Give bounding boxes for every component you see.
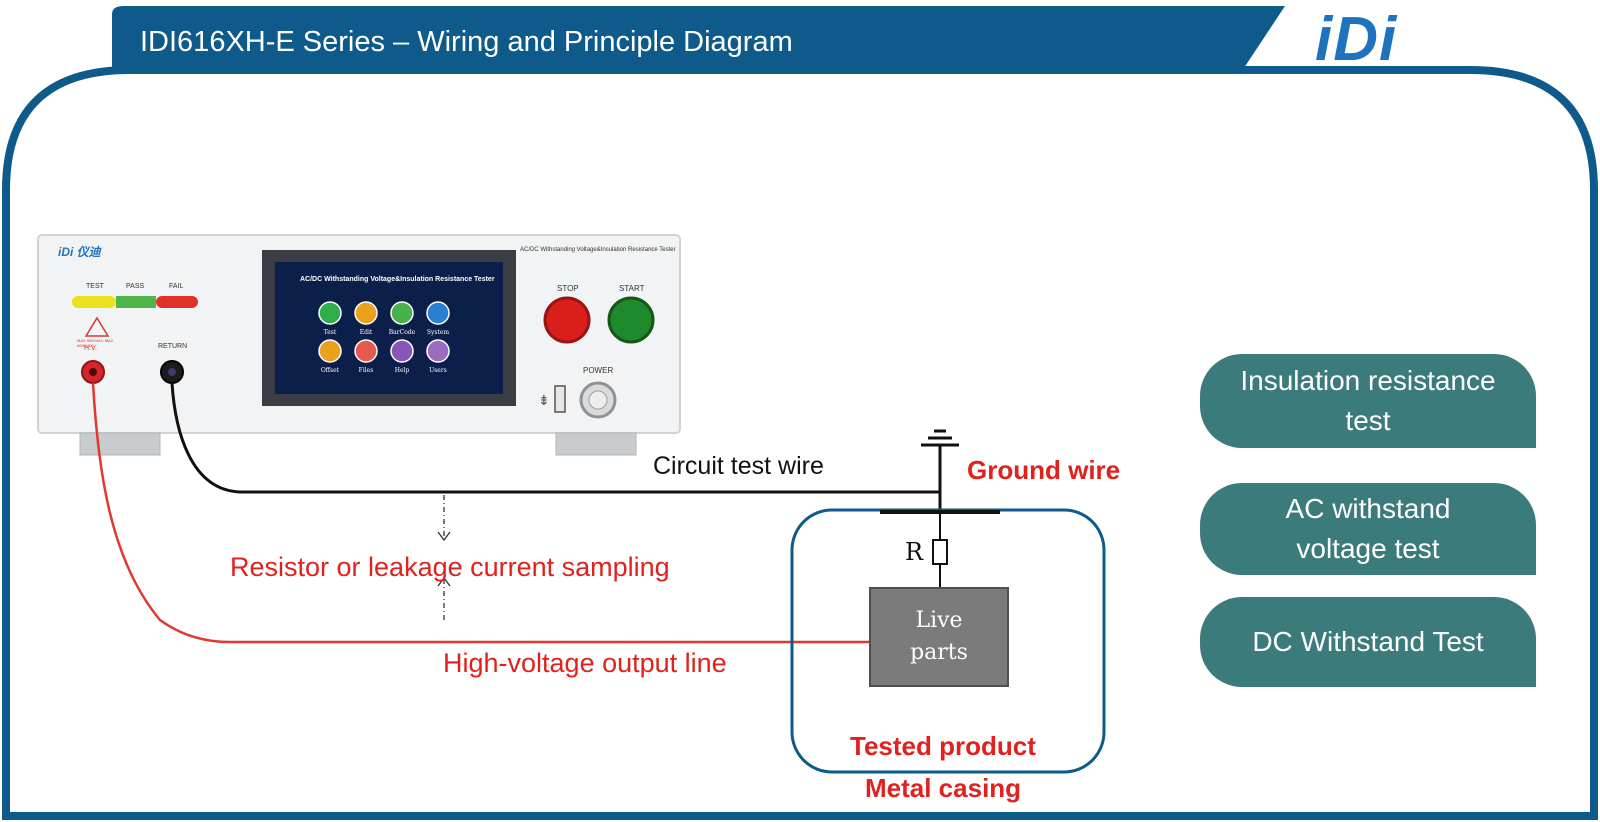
metal-casing-label: Metal casing — [865, 773, 1022, 803]
screen-icon-test-icon — [318, 301, 342, 325]
screen-icon-edit-icon — [354, 301, 378, 325]
screen-icon-help-icon — [390, 339, 414, 363]
return-terminal-label: RETURN — [158, 343, 188, 350]
screen-icon-files-icon — [354, 339, 378, 363]
tab-line1: Insulation resistance — [1240, 365, 1496, 396]
hv-terminal-label: H.V. — [84, 345, 97, 352]
screen-icon-label: Files — [359, 367, 374, 374]
tab-line2: test — [1345, 405, 1391, 436]
fail-indicator — [156, 296, 198, 308]
device-brand: iDi 仪迪 — [58, 245, 101, 259]
live-parts-line1: Live — [915, 608, 963, 633]
hv-wire — [91, 382, 870, 644]
hv-line-label: High-voltage output line — [443, 648, 727, 678]
screen-icon-label: Users — [429, 367, 447, 374]
screen-icon-barcode-icon — [390, 301, 414, 325]
tab-line1: AC withstand — [1285, 493, 1451, 524]
sampling-label: Resistor or leakage current sampling — [230, 552, 670, 582]
page-title: IDI616XH-E Series – Wiring and Principle… — [140, 26, 793, 58]
screen-icon-label: Help — [395, 367, 410, 374]
resistor-label: R — [905, 538, 924, 566]
tab-insulation-resistance-test: Insulation resistance test — [1200, 354, 1536, 448]
idi-logo: iDi — [1315, 5, 1398, 74]
tab-dc-withstand-test: DC Withstand Test — [1200, 597, 1536, 687]
screen-icon-label: Test — [324, 329, 337, 336]
header-band — [112, 6, 1285, 74]
indicator-pass-label: PASS — [126, 283, 145, 290]
warning-icon — [84, 316, 110, 337]
resistor-symbol — [932, 539, 948, 565]
power-label: POWER — [583, 366, 614, 375]
tab-ac-withstand-voltage-test: AC withstand voltage test — [1200, 483, 1536, 575]
device-model-caption: AC/DC Withstanding Voltage&Insulation Re… — [520, 247, 676, 253]
stop-label: STOP — [557, 284, 579, 293]
sampling-arrows — [437, 495, 451, 620]
start-label: START — [619, 284, 645, 293]
screen-icon-system-icon — [426, 301, 450, 325]
usb-port — [554, 385, 566, 413]
test-indicator — [72, 296, 116, 308]
tested-product-label: Tested product — [850, 731, 1036, 761]
screen-icon-label: System — [427, 329, 450, 336]
ground-wire-label: Ground wire — [967, 455, 1121, 485]
screen-icon-label: Offset — [321, 367, 340, 374]
live-parts-box — [869, 587, 1009, 687]
screen-title: AC/DC Withstanding Voltage&Insulation Re… — [300, 276, 495, 283]
screen-icon-label: Edit — [360, 329, 373, 336]
outer-frame — [1, 66, 1598, 820]
screen-icon-users-icon — [426, 339, 450, 363]
pass-indicator — [116, 296, 156, 308]
svg-text:⇟: ⇟ — [538, 393, 550, 409]
ground-symbol — [921, 429, 959, 510]
stop-button — [543, 296, 591, 344]
tab-line1: DC Withstand Test — [1252, 626, 1484, 657]
start-button — [607, 296, 655, 344]
tab-line2: voltage test — [1296, 533, 1440, 564]
return-wire — [170, 382, 940, 494]
screen-icon-label: BarCode — [389, 329, 416, 336]
screen-icon-offset-icon — [318, 339, 342, 363]
warning-text: MAX 5000VAC MAX 6000VDC — [77, 338, 114, 348]
indicator-test-label: TEST — [86, 283, 104, 290]
live-parts-line2: parts — [910, 640, 968, 665]
circuit-wire-label: Circuit test wire — [653, 452, 824, 480]
indicator-fail-label: FAIL — [169, 283, 184, 290]
